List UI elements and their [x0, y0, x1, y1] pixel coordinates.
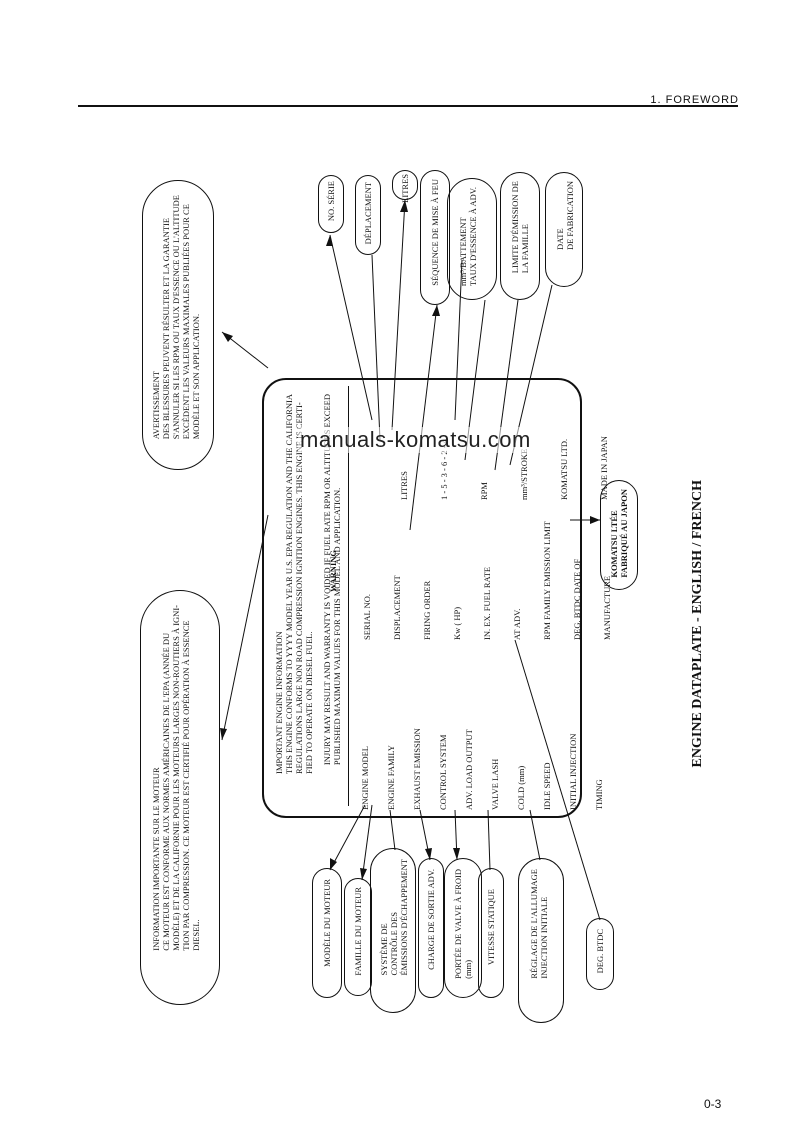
plate-divider: [348, 386, 349, 806]
callout-limite-emission: LIMITE D'ÉMISSION DE LA FAMILLE: [500, 172, 540, 300]
plate-column-middle: SERIAL NO. DISPLACEMENT FIRING ORDER Kw …: [362, 521, 612, 640]
callout-sequence: SÉQUENCE DE MISE À FEU: [420, 170, 450, 305]
chapter-title: 1. FOREWORD: [650, 94, 739, 106]
callout-vitesse: VITESSE STATIQUE: [478, 868, 504, 998]
callout-no-serie: NO. SÉRIE: [318, 175, 344, 233]
callout-taux-essence: mm³/BATTEMENT TAUX D'ESSENCE À ADV.: [447, 178, 497, 300]
callout-modele: MODÈLE DU MOTEUR: [312, 868, 342, 998]
header-rule: [78, 105, 738, 107]
callout-litres: LITRES: [392, 170, 418, 203]
engine-dataplate: IMPORTANT ENGINE INFORMATION THIS ENGINE…: [262, 378, 612, 818]
plate-column-left: ENGINE MODEL ENGINE FAMILY EXHAUST EMISS…: [360, 728, 604, 810]
callout-date-fabrication: DATE DE FABRICATION: [545, 172, 583, 287]
callout-information-importante: INFORMATION IMPORTANTE SUR LE MOTEUR CE …: [140, 590, 220, 1005]
figure-caption: ENGINE DATAPLATE - ENGLISH / FRENCH: [690, 480, 705, 768]
callout-systeme: SYSTÈME DE CONTRÔLE DES ÉMISSIONS D'ÉCHA…: [370, 848, 416, 1013]
callout-charge: CHARGE DE SORTIE ADV.: [418, 858, 444, 998]
watermark: manuals-komatsu.com: [298, 427, 533, 453]
callout-deg-btdc: DEG. BTDC: [586, 918, 614, 990]
callout-avertissement: AVERTISSEMENT DES BLESSURES PEUVENT RÉSU…: [142, 180, 214, 470]
callout-portee-valve: PORTÉE DE VALVE À FROID (mm): [444, 858, 482, 998]
callout-famille: FAMILLE DU MOTEUR: [344, 878, 372, 996]
callout-deplacement: DÉPLACEMENT: [355, 175, 381, 255]
callout-reglage: RÉGLAGE DE L'ALLUMAGE INJECTION INITIALE: [518, 858, 564, 1023]
callout-komatsu-fr: KOMATSU LTÉE FABRIQUÉ AU JAPON: [600, 480, 638, 590]
page-number: 0-3: [704, 1097, 722, 1111]
